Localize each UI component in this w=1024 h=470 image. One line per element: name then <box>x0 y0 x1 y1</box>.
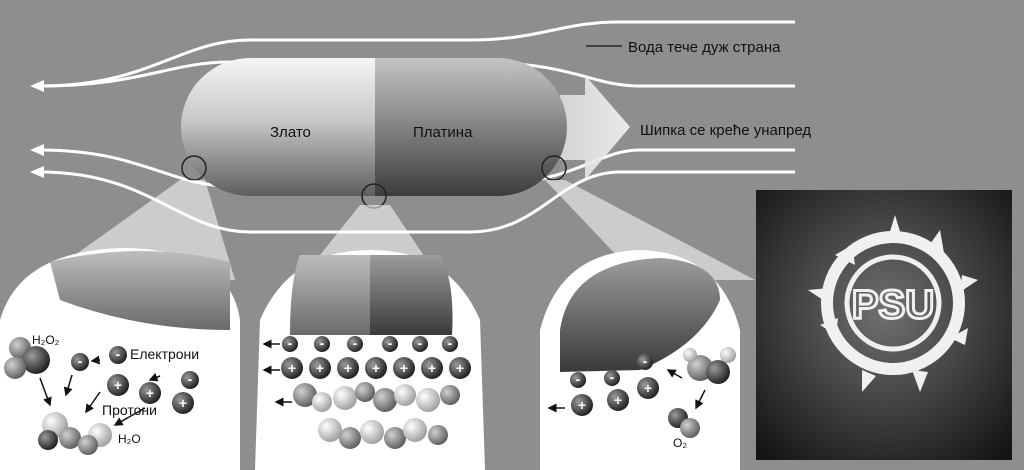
electron-charge: - <box>353 335 358 351</box>
proton-charge: + <box>344 360 352 376</box>
bubble-platinum: - - - + + + O₂ <box>540 250 740 470</box>
psu-logo-text: PSU <box>852 283 934 327</box>
electron-charge: - <box>388 335 393 351</box>
electron-charge: - <box>418 335 423 351</box>
electron-charge: - <box>116 346 121 362</box>
nanorod <box>181 58 567 209</box>
proton-charge: + <box>288 360 296 376</box>
proton-charge: + <box>400 360 408 376</box>
proton-charge: + <box>146 385 154 401</box>
gold-label: Злато <box>270 124 311 141</box>
electron-charge: - <box>288 335 293 351</box>
o2-label: O₂ <box>673 436 687 450</box>
electron-charge: - <box>610 369 615 385</box>
platinum-segment <box>375 58 567 196</box>
proton-charge: + <box>578 397 586 413</box>
proton-charge: + <box>614 392 622 408</box>
proton-charge: + <box>428 360 436 376</box>
flow-arrowheads <box>30 80 44 178</box>
proton-charge: + <box>316 360 324 376</box>
h2o-label: H₂O <box>118 432 141 446</box>
bubble-gold: - - - + + + H₂O₂ Електрони Протони H₂O <box>0 248 240 470</box>
platinum-label: Платина <box>413 124 473 141</box>
water-flow-label: Вода тече дуж страна <box>628 39 781 56</box>
electron-charge: - <box>448 335 453 351</box>
proton-charge: + <box>456 360 464 376</box>
water-molecules <box>293 382 460 449</box>
psu-logo-panel: PSU <box>756 190 1012 460</box>
proton-charge: + <box>644 380 652 396</box>
electron-charge: - <box>643 353 648 369</box>
protons-label: Протони <box>102 402 157 418</box>
electron-charge: - <box>320 335 325 351</box>
h2o2-label: H₂O₂ <box>32 333 60 347</box>
proton-charge: + <box>179 395 187 411</box>
electron-charge: - <box>576 371 581 387</box>
psu-logo <box>808 215 978 392</box>
oxygen-molecules <box>668 347 736 438</box>
proton-charge: + <box>372 360 380 376</box>
electron-charge: - <box>78 353 83 369</box>
gold-segment <box>181 58 375 196</box>
forward-arrow <box>560 75 630 180</box>
proton-charge: + <box>114 377 122 393</box>
electrons-label: Електрони <box>130 346 199 362</box>
electron-charge: - <box>188 371 193 387</box>
bubble-junction: - - - - - - + + + + + + + <box>255 250 485 470</box>
rod-moves-label: Шипка се креће унапред <box>640 122 811 139</box>
